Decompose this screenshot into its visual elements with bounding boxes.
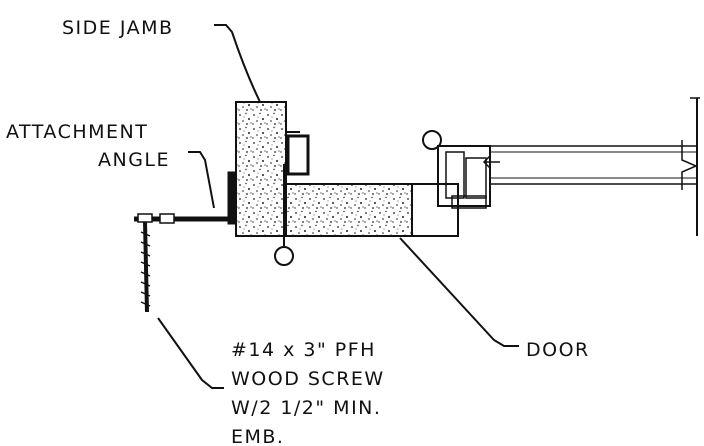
roller-base (451, 195, 487, 209)
roller-housing-inner (445, 151, 465, 199)
screw-leader (157, 317, 224, 389)
jamb-bracket (286, 134, 310, 176)
track-arrow (482, 155, 500, 169)
roller-ball (422, 130, 442, 150)
side-jamb-block (235, 101, 287, 237)
jamb-pin-ball (274, 246, 294, 266)
angle-washer (159, 213, 175, 224)
attachment-angle-vertical (227, 171, 237, 225)
door-label: DOOR (526, 339, 590, 361)
attachment-angle-label-line2: ANGLE (98, 149, 170, 171)
screw-threads (140, 231, 151, 307)
attachment-angle-label-line1: ATTACHMENT (6, 121, 148, 143)
screw-spec-line3: W/2 1/2" MIN. (231, 397, 381, 419)
screw-shank (143, 221, 149, 313)
screw-spec-line1: #14 x 3" PFH (231, 339, 376, 361)
door-end-box (411, 183, 459, 237)
door-leader (399, 237, 519, 347)
screw-spec-line2: WOOD SCREW (231, 368, 385, 390)
roller-housing (437, 145, 491, 207)
attachment-angle-leader (188, 151, 215, 209)
break-line (681, 140, 698, 190)
screw-spec-line4: EMB. (231, 426, 284, 446)
roller-axle-block (465, 157, 487, 199)
side-jamb-label: SIDE JAMB (62, 17, 174, 39)
door-slab (285, 183, 413, 237)
screw-head (137, 213, 153, 223)
